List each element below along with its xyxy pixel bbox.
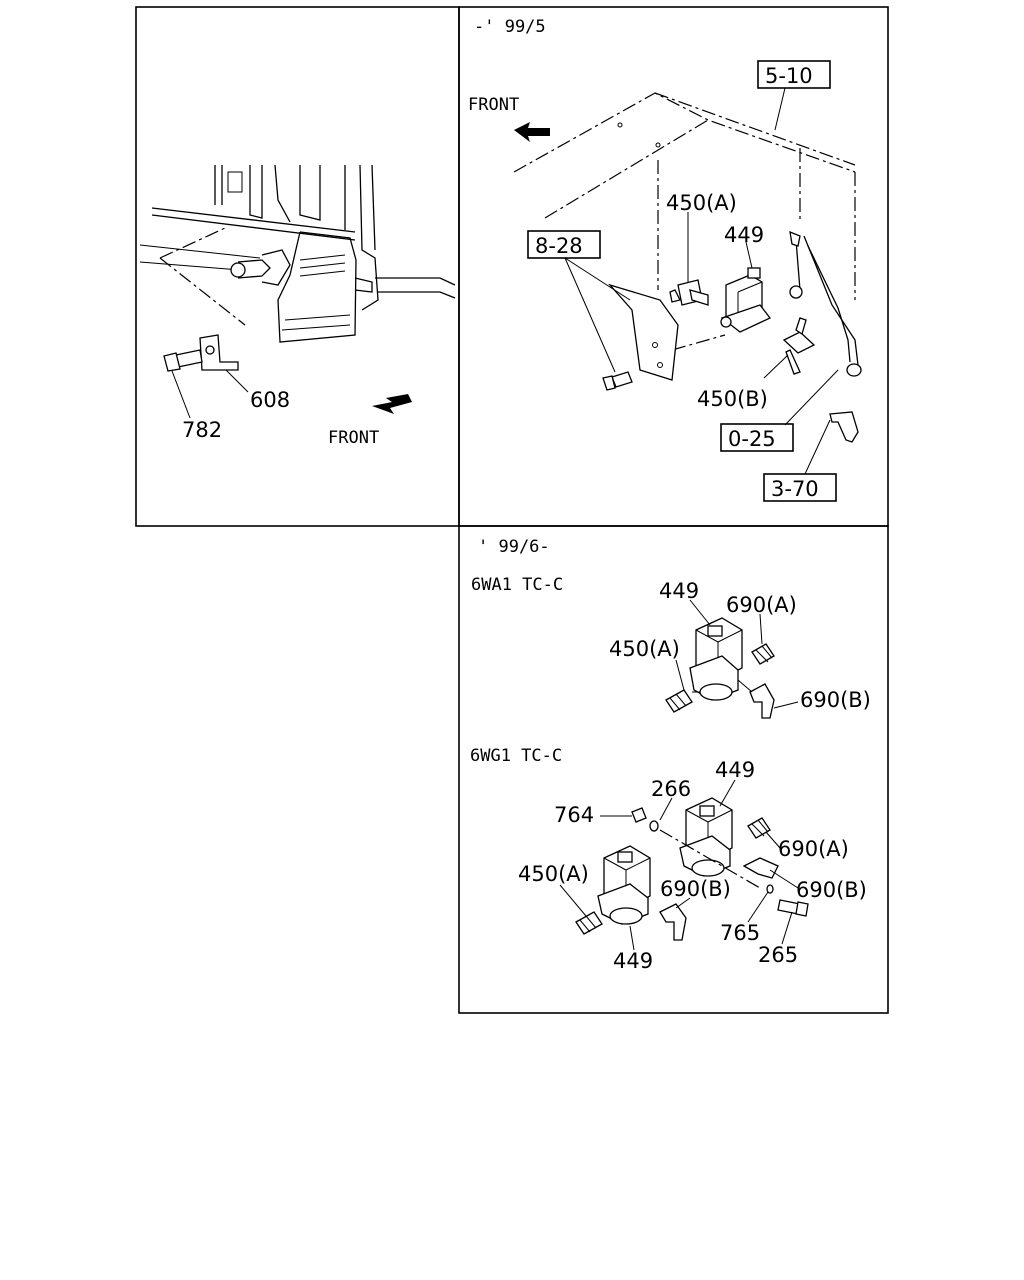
ref-box-8-28: 8-28 [527, 230, 601, 259]
label-449-v2-bottom: 449 [613, 949, 653, 973]
label-265-v2: 265 [758, 943, 798, 967]
front-arrow-icon [372, 394, 412, 414]
label-690b-v2-left: 690(B) [660, 877, 731, 901]
period-early: -' 99/5 [474, 17, 546, 37]
front-label-left: FRONT [328, 428, 379, 448]
variant1-illustration [665, 599, 799, 719]
svg-text:0-25: 0-25 [728, 427, 776, 451]
top-right-panel [458, 6, 889, 527]
svg-text:8-28: 8-28 [535, 234, 583, 258]
label-450a-top: 450(A) [666, 191, 737, 215]
label-266-v2: 266 [651, 777, 691, 801]
label-782: 782 [182, 418, 222, 442]
label-450a-v1: 450(A) [609, 637, 680, 661]
top-left-panel [135, 6, 460, 527]
front-label-right: FRONT [468, 95, 519, 115]
ref-box-3-70: 3-70 [763, 473, 837, 502]
variant2-illustration [559, 779, 809, 951]
bottom-panel [458, 525, 889, 1014]
label-690a-v2: 690(A) [778, 837, 849, 861]
front-arrow-icon-right [514, 122, 550, 142]
label-765-v2: 765 [720, 921, 760, 945]
label-690a-v1: 690(A) [726, 593, 797, 617]
label-450a-v2: 450(A) [518, 862, 589, 886]
variant-6wg1: 6WG1 TC-C [470, 746, 562, 766]
top-left-illustration [139, 164, 456, 419]
ref-box-5-10: 5-10 [757, 60, 831, 89]
label-690b-v2-right: 690(B) [796, 878, 867, 902]
label-449-top: 449 [724, 223, 764, 247]
label-450b-top: 450(B) [697, 387, 768, 411]
svg-text:3-70: 3-70 [771, 477, 819, 501]
ref-box-0-25: 0-25 [720, 423, 794, 452]
label-449-v2-top: 449 [715, 758, 755, 782]
label-690b-v1: 690(B) [800, 688, 871, 712]
label-764-v2: 764 [554, 803, 594, 827]
svg-text:5-10: 5-10 [765, 64, 813, 88]
top-right-illustration [513, 87, 862, 475]
period-late: ' 99/6- [478, 537, 550, 557]
label-449-v1: 449 [659, 579, 699, 603]
label-608: 608 [250, 388, 290, 412]
variant-6wa1: 6WA1 TC-C [471, 575, 563, 595]
panel-frames [135, 6, 889, 1014]
